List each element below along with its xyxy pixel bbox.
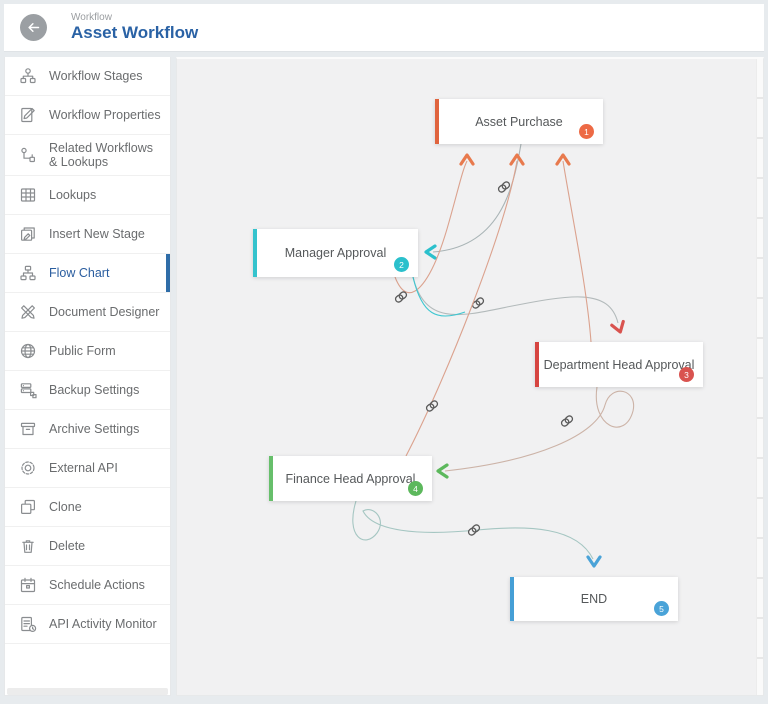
workflow-properties-icon [18,105,38,125]
sidebar-item-label: Backup Settings [49,383,139,397]
edge-finance-head-to-end [353,501,600,566]
flow-node-asset-purchase[interactable]: Asset Purchase 1 [435,99,603,144]
insert-new-stage-icon [18,224,38,244]
sidebar-item-label: Flow Chart [49,266,109,280]
node-number-badge: 4 [408,481,423,496]
sidebar-item-clone[interactable]: Clone [5,488,170,527]
sidebar-item-lookups[interactable]: Lookups [5,176,170,215]
sidebar-item-label: Related Workflows & Lookups [49,141,162,169]
sidebar-item-label: Archive Settings [49,422,139,436]
link-icon[interactable] [425,400,438,413]
link-icon[interactable] [560,415,573,428]
sidebar-item-api-activity-monitor[interactable]: API Activity Monitor [5,605,170,644]
sidebar-item-label: API Activity Monitor [49,617,157,631]
node-label: Finance Head Approval [286,472,416,486]
sidebar-item-flow-chart[interactable]: Flow Chart [5,254,170,293]
api-activity-monitor-icon [18,614,38,634]
node-number-badge: 3 [679,367,694,382]
flow-node-end[interactable]: END 5 [510,577,678,621]
chart-scrollbar[interactable] [756,59,763,695]
sidebar-item-label: External API [49,461,118,475]
sidebar-item-delete[interactable]: Delete [5,527,170,566]
sidebar-item-public-form[interactable]: Public Form [5,332,170,371]
node-number-badge: 2 [394,257,409,272]
flow-node-department-head-approval[interactable]: Department Head Approval3 [535,342,703,387]
delete-icon [18,536,38,556]
sidebar-item-label: Schedule Actions [49,578,145,592]
app-header: Workflow Asset Workflow [4,4,764,52]
node-label: Asset Purchase [475,115,563,129]
external-api-icon [18,458,38,478]
edge-manager-approval-to-department-head [413,277,626,334]
sidebar-item-label: Lookups [49,188,96,202]
node-number-badge: 5 [654,601,669,616]
node-accent-bar [253,229,257,277]
sidebar: Workflow StagesWorkflow PropertiesRelate… [4,57,171,696]
public-form-icon [18,341,38,361]
node-accent-bar [435,99,439,144]
flow-chart-canvas[interactable]: Asset Purchase 1Manager Approval 2Departme… [177,59,763,695]
sidebar-scrollbar[interactable] [7,688,168,695]
sidebar-item-insert-new-stage[interactable]: Insert New Stage [5,215,170,254]
edge-asset-purchase-to-manager-approval [426,144,521,258]
sidebar-item-workflow-properties[interactable]: Workflow Properties [5,96,170,135]
sidebar-menu: Workflow StagesWorkflow PropertiesRelate… [5,57,170,644]
edge-arrowhead-icon [461,155,473,164]
flow-node-finance-head-approval[interactable]: Finance Head Approval4 [269,456,432,501]
edge-department-head-to-finance-head [438,387,634,477]
sidebar-item-label: Document Designer [49,305,159,319]
content-area: Workflow StagesWorkflow PropertiesRelate… [4,57,764,696]
node-label: Department Head Approval [544,358,695,372]
sidebar-item-label: Clone [49,500,82,514]
arrow-left-icon [26,20,41,35]
sidebar-item-backup-settings[interactable]: Backup Settings [5,371,170,410]
sidebar-item-archive-settings[interactable]: Archive Settings [5,410,170,449]
node-number-badge: 1 [579,124,594,139]
node-label: END [581,592,607,606]
flow-chart-panel: Asset Purchase 1Manager Approval 2Departme… [176,57,764,696]
back-button[interactable] [20,14,47,41]
edge-department-head-to-asset-purchase [557,155,591,342]
page-title: Asset Workflow [71,23,198,43]
sidebar-item-label: Delete [49,539,85,553]
document-designer-icon [18,302,38,322]
edge-arrowhead-icon [588,557,600,566]
sidebar-item-label: Public Form [49,344,116,358]
sidebar-item-label: Workflow Properties [49,108,161,122]
sidebar-item-label: Insert New Stage [49,227,145,241]
flow-chart-icon [18,263,38,283]
link-icon[interactable] [467,524,480,537]
related-workflows-icon [18,145,38,165]
sidebar-item-schedule-actions[interactable]: Schedule Actions [5,566,170,605]
sidebar-item-external-api[interactable]: External API [5,449,170,488]
flow-node-manager-approval[interactable]: Manager Approval 2 [253,229,418,277]
node-label: Manager Approval [285,246,386,260]
backup-settings-icon [18,380,38,400]
node-accent-bar [269,456,273,501]
node-accent-bar [535,342,539,387]
archive-settings-icon [18,419,38,439]
edge-arrowhead-icon [612,322,626,334]
sidebar-item-label: Workflow Stages [49,69,143,83]
sidebar-item-workflow-stages[interactable]: Workflow Stages [5,57,170,96]
link-icon[interactable] [394,291,407,304]
breadcrumb: Workflow [71,12,198,24]
sidebar-item-document-designer[interactable]: Document Designer [5,293,170,332]
node-accent-bar [510,577,514,621]
sidebar-item-related-workflows-lookups[interactable]: Related Workflows & Lookups [5,135,170,176]
lookups-icon [18,185,38,205]
schedule-actions-icon [18,575,38,595]
clone-icon [18,497,38,517]
workflow-stages-icon [18,66,38,86]
